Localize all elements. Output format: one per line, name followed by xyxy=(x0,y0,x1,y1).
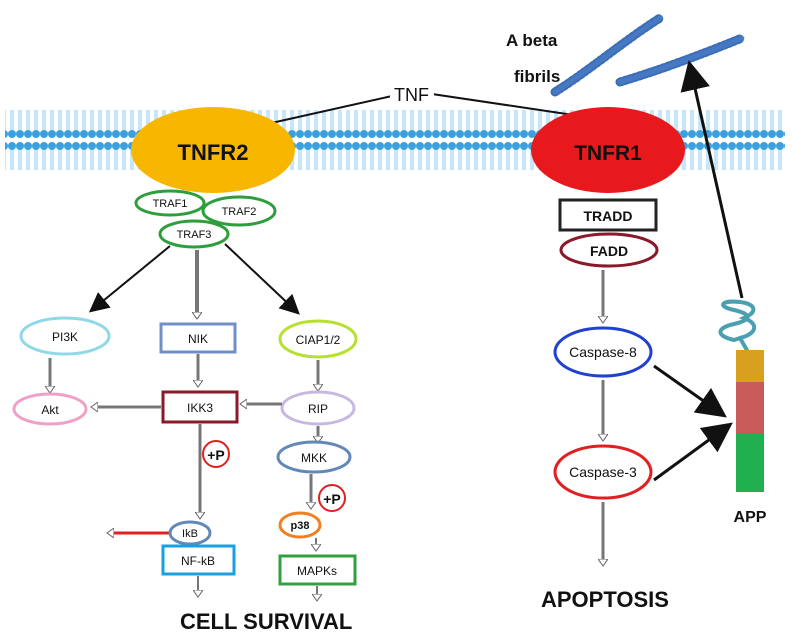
plus-p-label-2: +P xyxy=(323,491,341,507)
traf3-to-pi3k-arrow xyxy=(88,245,171,313)
a-beta-fibrils-icon xyxy=(550,13,747,97)
plus-p-label-1: +P xyxy=(207,447,225,463)
rip-node xyxy=(280,390,356,426)
mapks-node xyxy=(278,554,357,586)
caspase8-node xyxy=(553,326,653,378)
nik-node xyxy=(159,322,237,354)
pi3k-label: PI3K xyxy=(52,330,78,344)
traf1-label: TRAF1 xyxy=(153,198,188,210)
ikk3-label: IKK3 xyxy=(187,401,213,415)
tnfr2-label: TNFR2 xyxy=(178,140,249,165)
app-label: APP xyxy=(734,509,767,526)
tnf-to-tnfr1-line xyxy=(431,93,581,117)
app-protein-icon xyxy=(718,299,764,492)
caspase3-label: Caspase-3 xyxy=(569,464,637,480)
caspase8-to-app-arrow xyxy=(653,364,727,418)
app-to-fibrils-arrow xyxy=(680,60,744,299)
ikb-node xyxy=(168,520,212,546)
nfkb-node xyxy=(161,544,236,576)
ciap-node xyxy=(278,319,358,359)
pi3k-node xyxy=(19,316,111,356)
ciap-label: CIAP1/2 xyxy=(296,333,341,347)
caspase8-label: Caspase-8 xyxy=(569,344,637,360)
traf3-label: TRAF3 xyxy=(177,229,212,241)
traf2-node xyxy=(201,195,277,227)
caspase3-node xyxy=(553,444,653,500)
cell-survival-label: CELL SURVIVAL xyxy=(180,609,352,634)
traf3-to-ciap-arrow xyxy=(224,243,300,315)
apoptosis-label: APOPTOSIS xyxy=(541,587,669,612)
mapks-label: MAPKs xyxy=(297,564,337,578)
tnfr1-receptor xyxy=(531,107,685,193)
traf3-node xyxy=(158,219,230,249)
traf2-label: TRAF2 xyxy=(222,206,257,218)
tnfr2-receptor xyxy=(131,107,295,193)
rip-label: RIP xyxy=(308,402,328,416)
akt-label: Akt xyxy=(41,403,59,417)
p38-label: p38 xyxy=(291,520,310,532)
tradd-node xyxy=(558,198,658,232)
plus-p-marker-1 xyxy=(202,440,230,468)
ikb-label: IkB xyxy=(182,528,198,540)
fadd-node xyxy=(559,232,659,268)
p38-node xyxy=(278,511,322,539)
ikk3-node xyxy=(161,390,239,424)
tnf-label: TNF xyxy=(394,85,429,105)
caspase3-to-app-arrow xyxy=(653,422,733,482)
tnfr1-label: TNFR1 xyxy=(574,142,642,165)
nik-label: NIK xyxy=(188,332,208,346)
mkk-label: MKK xyxy=(301,451,327,465)
plus-p-marker-2 xyxy=(318,484,346,512)
a-beta-label-line1: A beta xyxy=(506,31,558,50)
mkk-node xyxy=(276,440,352,474)
nfkb-label: NF-kB xyxy=(181,554,215,568)
traf1-node xyxy=(134,189,206,217)
tradd-label: TRADD xyxy=(584,208,633,224)
akt-node xyxy=(12,392,88,426)
a-beta-label-line2: fibrils xyxy=(514,67,560,86)
fadd-label: FADD xyxy=(590,243,628,259)
tnf-to-tnfr2-line xyxy=(257,95,393,127)
